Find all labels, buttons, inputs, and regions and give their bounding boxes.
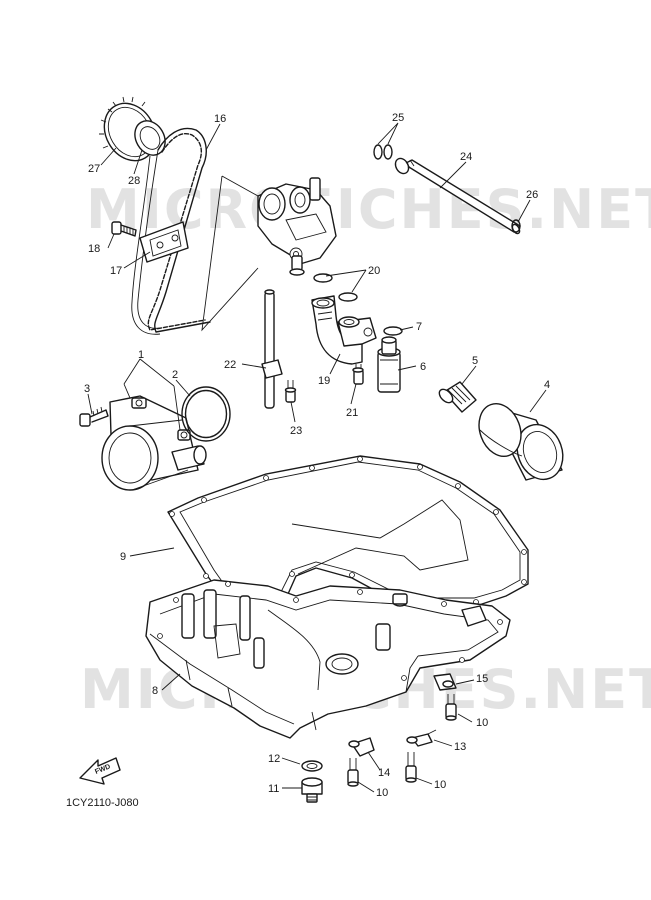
callout-27: 27	[88, 163, 100, 175]
callout-18: 18	[88, 243, 100, 255]
part-oil-cooler[interactable]	[101, 395, 207, 491]
part-oil-pan[interactable]	[145, 579, 511, 739]
callout-14: 14	[378, 767, 390, 779]
callout-16: 16	[214, 113, 226, 125]
callout-10-a: 10	[476, 717, 488, 729]
part-washers-25[interactable]	[373, 144, 393, 160]
callout-1: 1	[138, 349, 144, 361]
callout-9: 9	[120, 551, 126, 563]
callout-26: 26	[526, 189, 538, 201]
diagram-code: 1CY2110-J080	[66, 797, 139, 809]
part-bolt-23[interactable]	[284, 380, 297, 403]
callout-10-c: 10	[434, 779, 446, 791]
part-bracket-15[interactable]	[433, 673, 457, 691]
part-o-ring-7[interactable]	[383, 326, 403, 336]
part-oil-pump[interactable]	[257, 177, 337, 276]
callout-17: 17	[110, 265, 122, 277]
callout-25: 25	[392, 112, 404, 124]
callout-19: 19	[318, 375, 330, 387]
callout-12: 12	[268, 753, 280, 765]
part-oil-pipe[interactable]	[311, 295, 377, 365]
callout-21: 21	[346, 407, 358, 419]
leader-lines	[87, 122, 547, 793]
part-drain-gasket[interactable]	[301, 760, 323, 772]
callout-10-b: 10	[376, 787, 388, 799]
part-bracket-14[interactable]	[348, 737, 375, 757]
callout-2: 2	[172, 369, 178, 381]
part-oil-pan-gasket[interactable]	[167, 455, 529, 613]
part-o-ring-2[interactable]	[181, 386, 231, 442]
callouts: 1 2 3 4 5 6 7 8 9 10 10 10 11 12 13 14 1…	[84, 112, 550, 799]
callout-23: 23	[290, 425, 302, 437]
callout-15: 15	[476, 673, 488, 685]
part-drain-plug[interactable]	[301, 777, 323, 803]
part-oil-filter[interactable]	[472, 398, 570, 486]
callout-13: 13	[454, 741, 466, 753]
part-bolts-10[interactable]	[347, 694, 457, 787]
part-union-bolt[interactable]	[437, 381, 477, 413]
callout-20: 20	[368, 265, 380, 277]
callout-24: 24	[460, 151, 472, 163]
part-bolt-21[interactable]	[352, 364, 364, 385]
part-bolt-3[interactable]	[79, 406, 109, 427]
callout-8: 8	[152, 685, 158, 697]
part-o-rings-20[interactable]	[313, 273, 358, 302]
part-bracket-13[interactable]	[406, 729, 437, 747]
part-bolt-18[interactable]	[111, 221, 137, 237]
part-relief-valve[interactable]	[377, 336, 401, 393]
callout-5: 5	[472, 355, 478, 367]
fwd-arrow-icon: FWD	[79, 757, 121, 785]
callout-7: 7	[416, 321, 422, 333]
part-chain-guide[interactable]	[139, 221, 189, 263]
part-drive-chain[interactable]	[131, 127, 211, 335]
callout-28: 28	[128, 175, 140, 187]
part-strainer-pipe[interactable]	[261, 289, 283, 409]
callout-3: 3	[84, 383, 90, 395]
callout-4: 4	[544, 379, 550, 391]
part-washer-26[interactable]	[511, 219, 521, 233]
callout-11: 11	[268, 783, 279, 795]
callout-22: 22	[224, 359, 236, 371]
callout-6: 6	[420, 361, 426, 373]
part-sprocket[interactable]	[94, 94, 171, 170]
